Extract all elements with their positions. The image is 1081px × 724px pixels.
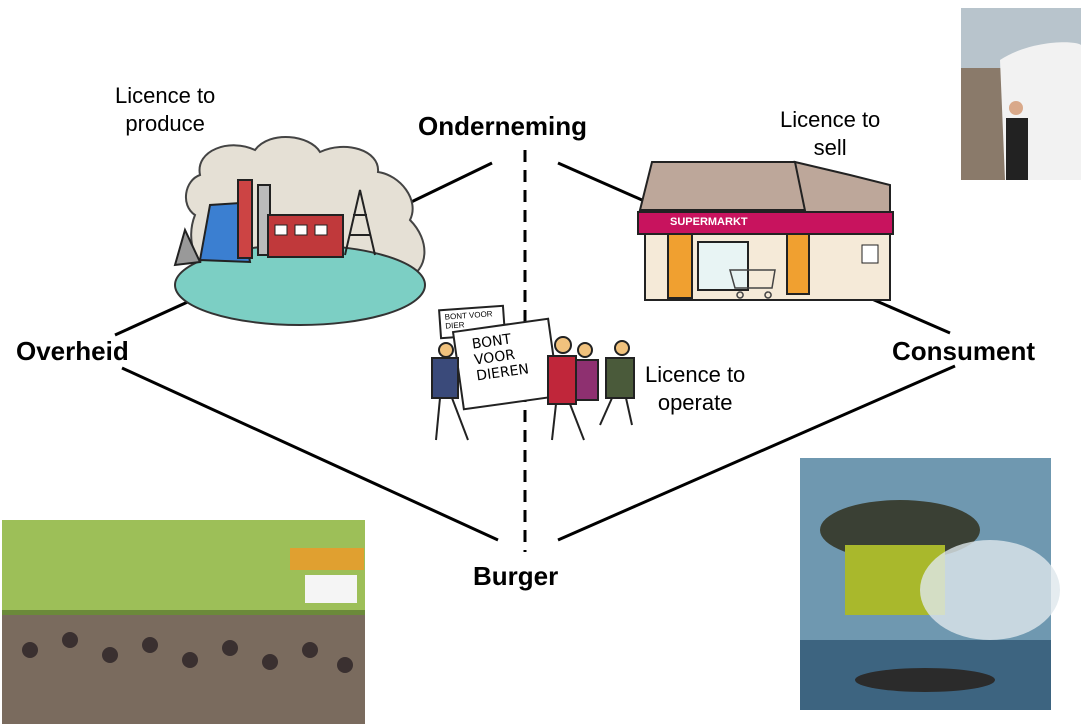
licence-to-operate: Licence to operate xyxy=(645,361,745,417)
licence-produce-line2: produce xyxy=(125,111,205,136)
licence-to-sell: Licence to sell xyxy=(780,106,880,162)
supermarket-sign: SUPERMARKT xyxy=(670,216,748,228)
crowd-photo xyxy=(2,520,365,724)
licence-produce-line1: Licence to xyxy=(115,83,216,108)
node-onderneming: Onderneming xyxy=(418,111,588,141)
line-consument-burger xyxy=(557,364,956,542)
node-overheid: Overheid xyxy=(16,336,129,366)
line-overheid-burger xyxy=(121,366,499,542)
line-onderneming-supermarket xyxy=(557,161,643,202)
protest-sign-small: BONT VOOR DIER xyxy=(444,309,493,330)
line-consument-supermarket xyxy=(864,294,951,335)
licence-sell-line1: Licence to xyxy=(780,107,881,132)
licence-operate-line1: Licence to xyxy=(645,362,746,387)
banner-photo xyxy=(961,8,1081,180)
licence-sell-line2: sell xyxy=(813,135,847,160)
protest-illustration xyxy=(431,304,635,441)
node-consument: Consument xyxy=(892,336,1035,366)
licence-to-produce: Licence to produce xyxy=(115,82,215,138)
line-onderneming-factory xyxy=(404,161,493,207)
oil-platform-photo xyxy=(800,458,1060,710)
supermarket-illustration xyxy=(637,160,894,301)
factory-illustration xyxy=(173,136,426,326)
node-burger: Burger xyxy=(473,561,559,591)
protest-sign-big: BONT VOOR DIEREN xyxy=(471,330,530,384)
licence-operate-line2: operate xyxy=(657,390,733,415)
